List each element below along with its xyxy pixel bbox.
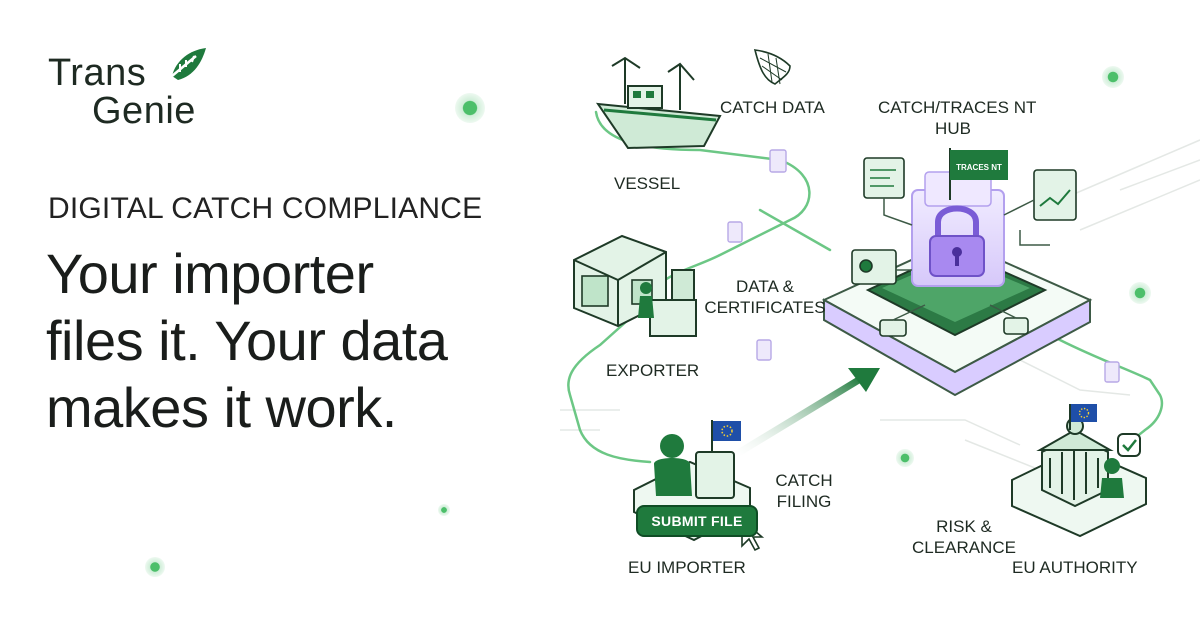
decorative-dots bbox=[145, 66, 1151, 577]
node-label-eu-authority: EU AUTHORITY bbox=[1012, 558, 1138, 577]
government-building-icon bbox=[1011, 417, 1147, 538]
node-label-eu-importer: EU IMPORTER bbox=[628, 558, 746, 577]
eyebrow-title: DIGITAL CATCH COMPLIANCE bbox=[48, 192, 483, 225]
node-label-hub: CATCH/TRACES NT HUB bbox=[878, 97, 1037, 139]
headline-line3: makes it work. bbox=[46, 376, 397, 439]
flow-label-catch-filing: CATCH FILING bbox=[768, 470, 840, 512]
eu-flag-icon bbox=[711, 420, 741, 452]
node-label-vessel: VESSEL bbox=[614, 174, 681, 193]
leaf-icon bbox=[171, 48, 206, 80]
flow-label-data-certificates-line1: DATA & bbox=[736, 277, 794, 296]
document-icon bbox=[727, 149, 1120, 383]
headline-line1: Your importer bbox=[46, 242, 374, 305]
flow-label-catch-filing-line2: FILING bbox=[776, 492, 832, 511]
headline: Your importer files it. Your data makes … bbox=[46, 240, 566, 441]
flow-label-catch-filing-line1: CATCH bbox=[775, 471, 833, 490]
hub-connectors bbox=[883, 198, 1050, 321]
flow-label-risk-clearance-line1: RISK & bbox=[936, 517, 992, 536]
flow-label-catch-data: CATCH DATA bbox=[720, 98, 825, 117]
checkmark-icon bbox=[1117, 433, 1141, 457]
headline-line2: files it. Your data bbox=[46, 309, 448, 372]
submit-file-button[interactable]: SUBMIT FILE bbox=[636, 505, 758, 537]
node-label-exporter: EXPORTER bbox=[606, 361, 700, 380]
node-label-hub-line1: CATCH/TRACES NT bbox=[878, 98, 1037, 117]
node-label-hub-line2: HUB bbox=[935, 119, 971, 138]
flow-label-data-certificates: DATA & CERTIFICATES bbox=[700, 276, 830, 318]
fishing-net-icon bbox=[753, 49, 791, 85]
flow-label-data-certificates-line2: CERTIFICATES bbox=[704, 298, 826, 317]
background-circuit-lines bbox=[560, 139, 1200, 471]
brand-name-line2: Genie bbox=[92, 90, 196, 132]
filing-arrow bbox=[731, 374, 866, 459]
flow-label-risk-clearance: RISK & CLEARANCE bbox=[906, 516, 1022, 558]
warehouse-icon bbox=[573, 234, 697, 337]
eu-flag-icon bbox=[1069, 404, 1097, 430]
brand-name-line1: Trans bbox=[48, 52, 147, 94]
padlock-icon bbox=[929, 205, 985, 277]
traces-flag-icon bbox=[949, 148, 1008, 200]
hub-flag-label: TRACES NT bbox=[956, 163, 1002, 172]
brand-logo: Trans Genie bbox=[48, 46, 218, 136]
flow-label-risk-clearance-line2: CLEARANCE bbox=[912, 538, 1016, 557]
fishing-vessel-icon bbox=[595, 56, 722, 150]
filing-arrow-head bbox=[848, 368, 880, 392]
